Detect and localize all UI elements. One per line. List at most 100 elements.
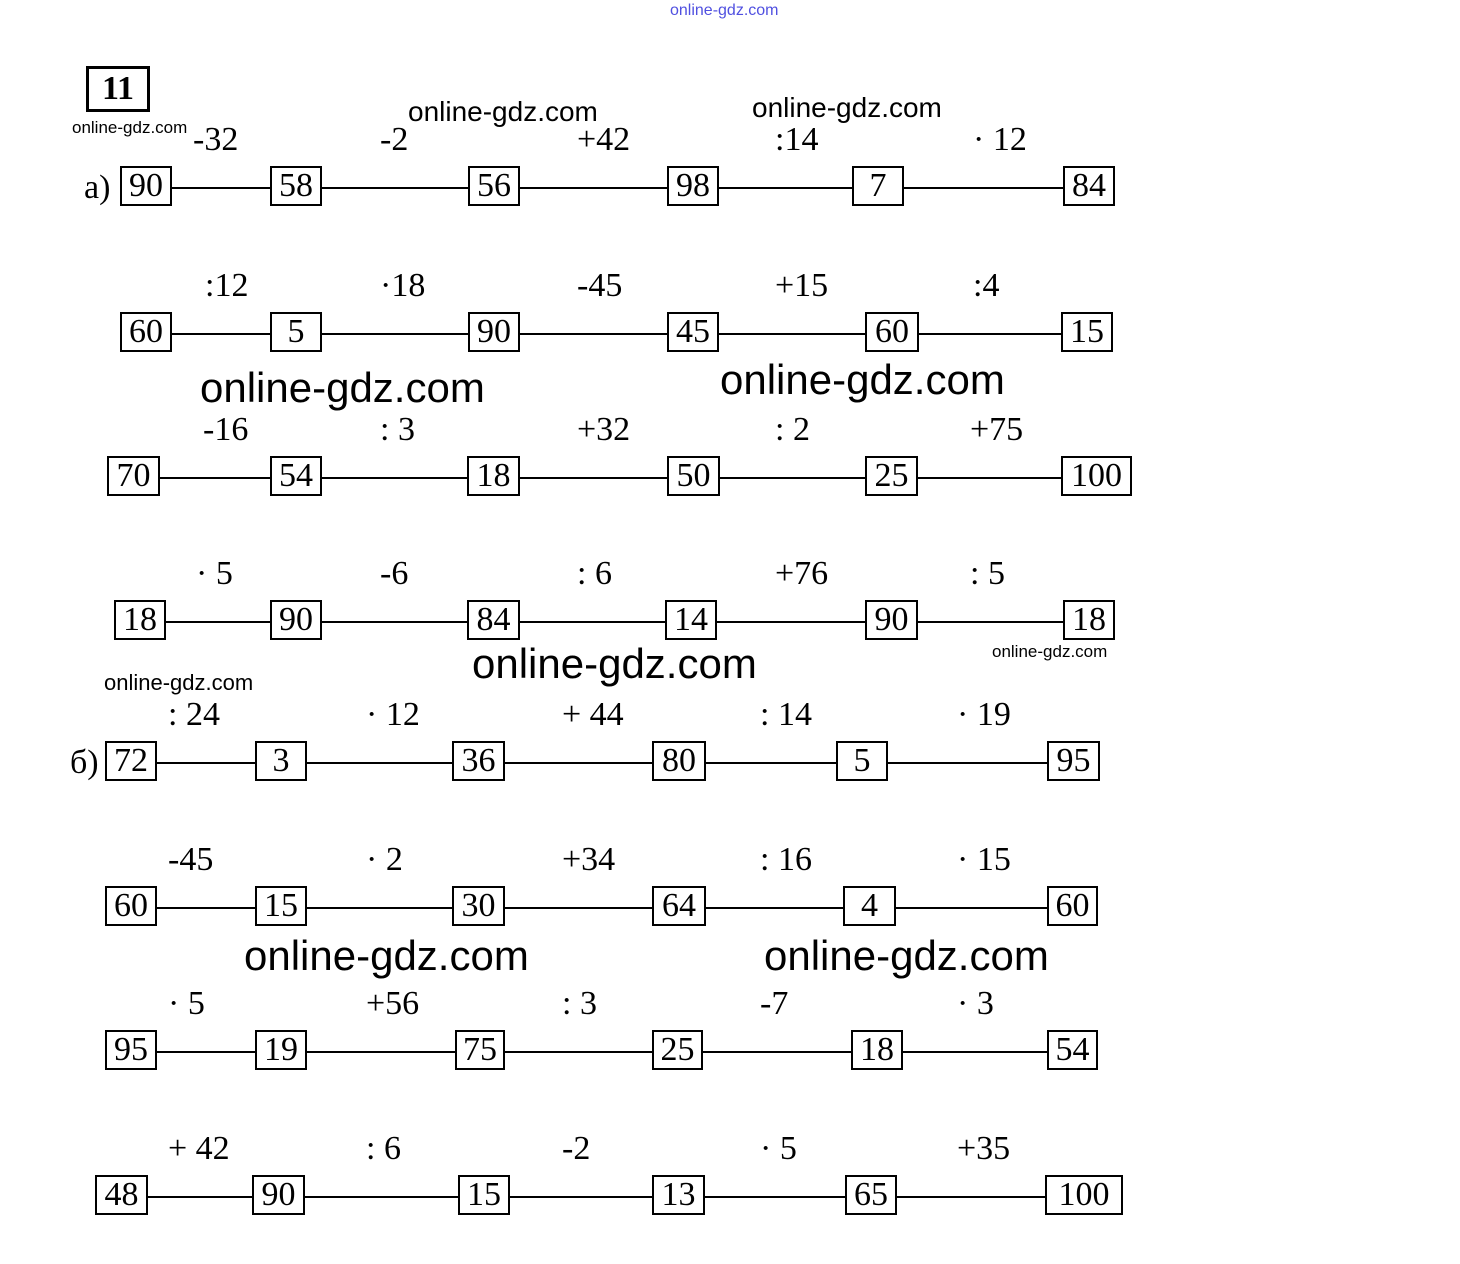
number-box: 30 [452,886,505,926]
connector-line [148,1196,252,1198]
number-box: 64 [652,886,706,926]
number-box: 75 [455,1030,505,1070]
connector-line [520,333,667,335]
number-box: 54 [270,456,322,496]
operation-label: -32 [193,121,239,158]
connector-line [520,621,665,623]
number-box: 65 [845,1175,897,1215]
number-box: 95 [1047,741,1100,781]
number-box: 84 [467,600,520,640]
connector-line [505,907,652,909]
number-box: 60 [865,312,919,352]
connector-line [305,1196,458,1198]
operation-label: :14 [775,121,819,158]
number-box: 80 [652,741,706,781]
operation-label: · 5 [168,985,205,1022]
watermark-text: online-gdz.com [200,364,485,411]
operation-label: · 19 [957,696,1011,733]
watermark-text: online-gdz.com [720,356,1005,403]
operation-label: +75 [970,411,1024,448]
connector-line [919,333,1061,335]
connector-line [307,907,452,909]
connector-line [896,907,1047,909]
connector-line [706,762,836,764]
connector-line [157,762,255,764]
number-box: 3 [255,741,307,781]
connector-line [520,187,667,189]
number-box: 13 [652,1175,705,1215]
number-box: 54 [1047,1030,1098,1070]
connector-line [157,907,255,909]
operation-label: : 16 [760,841,812,878]
operation-label: +42 [577,121,631,158]
number-box: 58 [270,166,322,206]
number-box: 90 [865,600,918,640]
connector-line [888,762,1047,764]
operation-label: +34 [562,841,616,878]
connector-line [172,333,270,335]
number-box: 70 [107,456,160,496]
operation-label: : 14 [760,696,812,733]
operation-label: +15 [775,267,829,304]
number-box: 19 [255,1030,307,1070]
connector-line [322,333,468,335]
operation-label: -16 [203,411,249,448]
operation-label: · 5 [760,1130,797,1167]
number-box: 25 [865,456,918,496]
number-box: 25 [652,1030,703,1070]
operation-label: : 6 [577,555,612,592]
number-box: 100 [1045,1175,1123,1215]
operation-label: -45 [168,841,214,878]
watermark-text: online-gdz.com [72,118,188,137]
connector-line [719,187,852,189]
operation-label: · 5 [196,555,233,592]
number-box: 18 [851,1030,903,1070]
watermark-text: online-gdz.com [764,932,1049,979]
number-box: 90 [270,600,322,640]
operation-label: + 42 [168,1130,230,1167]
operation-label: ·18 [380,267,426,304]
operation-label: : 5 [970,555,1005,592]
connector-line [719,333,865,335]
connector-line [160,477,270,479]
number-box: 15 [255,886,307,926]
operation-label: · 2 [366,841,403,878]
connector-line [705,1196,845,1198]
number-box: 90 [468,312,520,352]
number-box: 18 [467,456,520,496]
number-box: 100 [1061,456,1132,496]
number-box: 18 [114,600,166,640]
connector-line [717,621,865,623]
connector-line [520,477,667,479]
number-box: 60 [105,886,157,926]
number-box: 50 [667,456,720,496]
number-box: 18 [1063,600,1115,640]
connector-line [322,187,468,189]
operation-label: : 6 [366,1130,401,1167]
connector-line [166,621,270,623]
operation-label: :12 [205,267,249,304]
operation-label: · 12 [366,696,420,733]
number-box: 84 [1063,166,1115,206]
number-box: 48 [95,1175,148,1215]
connector-line [307,762,452,764]
operation-label: -2 [562,1130,591,1167]
connector-line [307,1051,455,1053]
number-box: 95 [105,1030,157,1070]
operation-label: -6 [380,555,409,592]
connector-line [918,477,1061,479]
number-box: 15 [458,1175,510,1215]
watermark-text: online-gdz.com [472,640,757,687]
operation-label: · 12 [973,121,1027,158]
watermark-text: online-gdz.com [408,96,598,127]
connector-line [505,762,652,764]
number-box: 5 [270,312,322,352]
operation-label: -2 [380,121,409,158]
connector-line [720,477,865,479]
watermark-text: online-gdz.com [670,2,779,19]
watermark-text: online-gdz.com [752,92,942,123]
number-box: 36 [452,741,505,781]
operation-label: +56 [366,985,420,1022]
number-box: 60 [1047,886,1098,926]
number-box: 45 [667,312,719,352]
